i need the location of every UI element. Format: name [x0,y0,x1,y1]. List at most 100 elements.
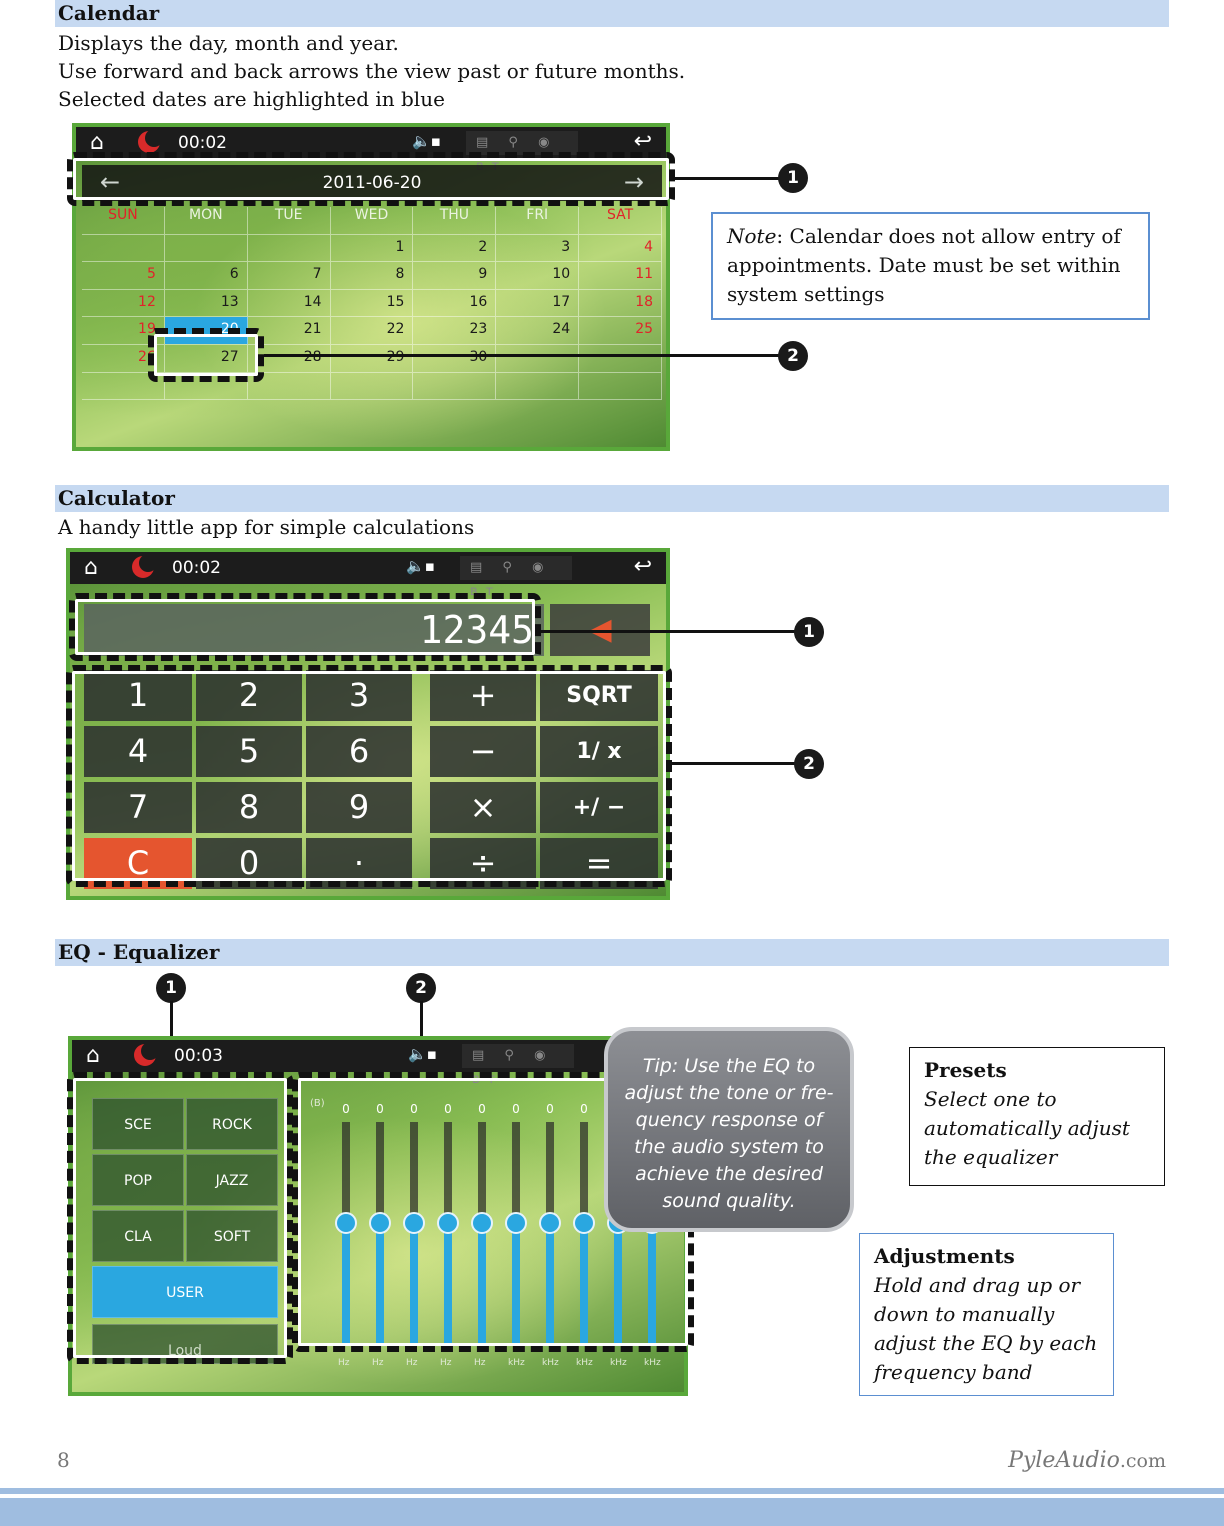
eq-slider-fill [614,1223,622,1344]
calc-key-button[interactable]: 7 [84,782,192,833]
page-number: 8 [57,1448,70,1472]
calendar-day-cell[interactable]: 17 [496,289,580,317]
calendar-day-cell[interactable]: 24 [496,317,580,344]
preset-rock-button[interactable]: ROCK [186,1098,278,1150]
eq-slider-knob[interactable] [403,1212,425,1234]
volume-icon: 🔈▪ [406,557,435,575]
calendar-day-cell[interactable]: 9 [413,262,497,289]
calculator-desc: A handy little app for simple calculatio… [58,515,475,539]
calendar-day-cell[interactable]: 5 [82,262,165,289]
calc-key-button[interactable]: 6 [306,726,412,777]
calc-key-button[interactable]: SQRT [540,670,658,721]
calendar-day-cell[interactable]: 13 [165,289,248,317]
calc-key-button[interactable]: 3 [306,670,412,721]
night-mode-icon[interactable] [134,1042,159,1066]
calendar-day-cell[interactable]: 8 [331,262,414,289]
eq-slider-knob[interactable] [369,1212,391,1234]
calc-key-button[interactable]: 2 [196,670,302,721]
calendar-day-cell[interactable]: 11 [579,262,663,289]
eq-band-value: 0 [376,1102,384,1116]
calc-key-button[interactable]: 9 [306,782,412,833]
callout-region-1 [69,593,541,661]
calendar-day-cell[interactable]: 21 [248,317,331,344]
calendar-desc-1: Displays the day, month and year. [58,31,399,55]
media-source-icons: ▤ ⚲ ◉ ʙт [462,1044,574,1087]
night-mode-icon[interactable] [138,129,163,153]
calendar-day-cell[interactable]: 10 [496,262,580,289]
calendar-day-cell[interactable]: 4 [579,234,663,262]
eq-slider-knob[interactable] [505,1212,527,1234]
eq-band-unit: kHz [610,1358,627,1368]
volume-icon: 🔈▪ [408,1045,437,1063]
calendar-day-cell[interactable]: 27 [165,344,248,372]
calc-key-button[interactable]: +/ − [540,782,658,833]
callout-leader [672,762,797,765]
calc-key-button[interactable]: · [306,838,412,889]
eq-slider-knob[interactable] [573,1212,595,1234]
calendar-day-cell[interactable]: 7 [248,262,331,289]
next-month-arrow-icon[interactable]: → [623,168,644,196]
calendar-day-cell[interactable]: 1 [331,234,414,262]
home-icon[interactable]: ⌂ [90,130,104,155]
calendar-day-cell[interactable]: 22 [331,317,414,344]
calendar-day-cell[interactable]: 6 [165,262,248,289]
preset-pop-button[interactable]: POP [92,1154,184,1206]
calc-key-button[interactable]: 1/ x [540,726,658,777]
calc-key-button[interactable]: 1 [84,670,192,721]
calc-key-button[interactable]: 0 [196,838,302,889]
eq-slider-knob[interactable] [471,1212,493,1234]
home-icon[interactable]: ⌂ [84,555,98,580]
calendar-empty-cell [165,372,248,400]
calendar-day-cell[interactable]: 15 [331,289,414,317]
calendar-empty-cell [82,372,165,400]
calendar-desc-2: Use forward and back arrows the view pas… [58,59,686,83]
calc-key-button[interactable]: C [84,838,192,889]
eq-band-unit: Hz [440,1358,452,1368]
back-icon[interactable]: ↩ [633,129,652,154]
back-icon[interactable]: ↩ [633,554,652,579]
calendar-day-cell[interactable]: 14 [248,289,331,317]
calendar-day-cell[interactable]: 29 [331,344,414,372]
calendar-date: 2011-06-20 [322,173,422,193]
calendar-empty-cell [248,234,331,262]
eq-slider-fill [580,1223,588,1344]
calc-key-button[interactable]: ÷ [430,838,536,889]
status-bar: ⌂ 00:02 🔈▪ ▤ ⚲ ◉ ʙт ↩ [70,552,666,599]
eq-slider-knob[interactable] [539,1212,561,1234]
calendar-day-cell[interactable]: 16 [413,289,497,317]
loud-toggle[interactable]: Loud [92,1324,278,1364]
calc-key-button[interactable]: = [540,838,658,889]
eq-slider-fill [478,1223,486,1344]
calendar-day-cell[interactable]: 3 [496,234,580,262]
calc-key-button[interactable]: + [430,670,536,721]
calendar-day-cell[interactable]: 25 [579,317,663,344]
calc-key-button[interactable]: 4 [84,726,192,777]
calendar-day-cell[interactable]: 30 [413,344,497,372]
calendar-empty-cell [579,344,663,372]
calc-key-button[interactable]: − [430,726,536,777]
home-icon[interactable]: ⌂ [86,1043,100,1068]
preset-jazz-button[interactable]: JAZZ [186,1154,278,1206]
calendar-day-cell[interactable]: 12 [82,289,165,317]
weekday-label: THU [413,207,497,234]
calc-key-button[interactable]: 8 [196,782,302,833]
preset-soft-button[interactable]: SOFT [186,1210,278,1262]
night-mode-icon[interactable] [132,554,157,578]
calendar-day-cell[interactable]: 18 [579,289,663,317]
prev-month-arrow-icon[interactable]: ← [100,168,121,196]
eq-heading: EQ - Equalizer [55,939,1169,966]
preset-sce-button[interactable]: SCE [92,1098,184,1150]
calc-key-button[interactable]: × [430,782,536,833]
eq-tip-bubble: Tip: Use the EQ to adjust the tone or fr… [604,1027,854,1232]
calc-key-button[interactable]: 5 [196,726,302,777]
calendar-day-cell[interactable]: 23 [413,317,497,344]
preset-cla-button[interactable]: CLA [92,1210,184,1262]
calendar-day-cell[interactable]: 2 [413,234,497,262]
eq-slider-fill [444,1223,452,1344]
eq-slider-knob[interactable] [437,1212,459,1234]
eq-slider-knob[interactable] [335,1212,357,1234]
eq-band-value: 0 [444,1102,452,1116]
preset-user-button[interactable]: USER [92,1266,278,1318]
